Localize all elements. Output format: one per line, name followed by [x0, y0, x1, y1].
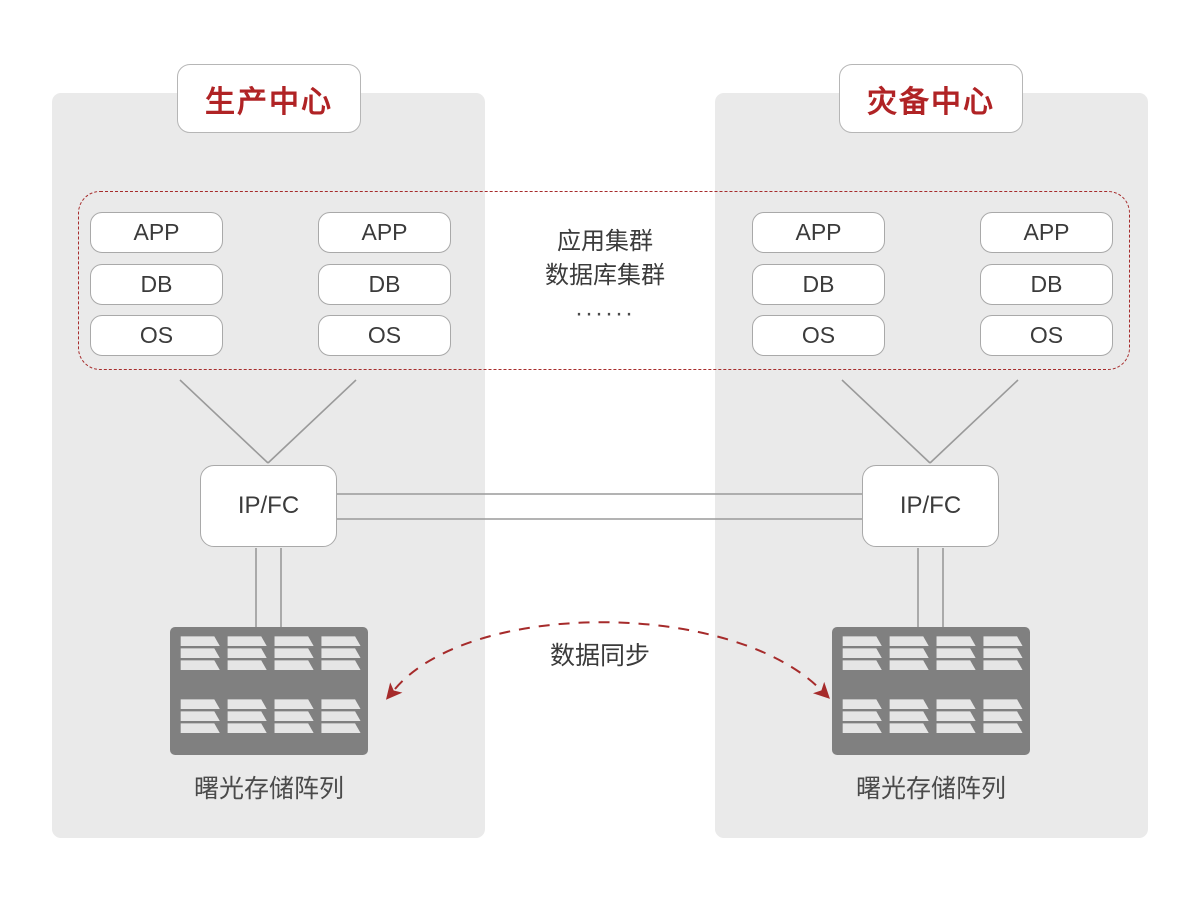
cluster-dashed-region [78, 191, 1130, 370]
node-dr-col2-os: OS [980, 315, 1113, 356]
cluster-caption: 应用集群 数据库集群 ······ [490, 225, 720, 331]
sync-arc-path [385, 621, 830, 700]
node-dr-col1-db: DB [752, 264, 885, 305]
wire-left-stack1-to-switch [179, 379, 269, 464]
node-dr-col2-app: APP [980, 212, 1113, 253]
cluster-line-1: 应用集群 [557, 228, 653, 255]
cluster-ellipsis: ······ [575, 300, 635, 327]
node-production-col1-app: APP [90, 212, 223, 253]
switch-dr-ipfc: IP/FC [862, 465, 999, 547]
node-production-col1-db: DB [90, 264, 223, 305]
cluster-line-2: 数据库集群 [545, 262, 665, 289]
data-sync-label: 数据同步 [549, 642, 650, 670]
node-production-col2-db: DB [318, 264, 451, 305]
node-production-col1-os: OS [90, 315, 223, 356]
node-dr-col1-os: OS [752, 315, 885, 356]
storage-label-production: 曙光存储阵列 [193, 775, 344, 803]
storage-label-disaster-recovery: 曙光存储阵列 [855, 775, 1006, 803]
wire-right-stack1-to-switch [841, 379, 931, 464]
node-production-col2-app: APP [318, 212, 451, 253]
switch-production-ipfc: IP/FC [200, 465, 337, 547]
node-dr-col1-app: APP [752, 212, 885, 253]
site-title-disaster-recovery: 灾备中心 [839, 64, 1023, 133]
site-title-production: 生产中心 [177, 64, 361, 133]
wire-left-stack2-to-switch [267, 379, 357, 464]
node-dr-col2-db: DB [980, 264, 1113, 305]
wire-right-stack2-to-switch [929, 379, 1019, 464]
node-production-col2-os: OS [318, 315, 451, 356]
